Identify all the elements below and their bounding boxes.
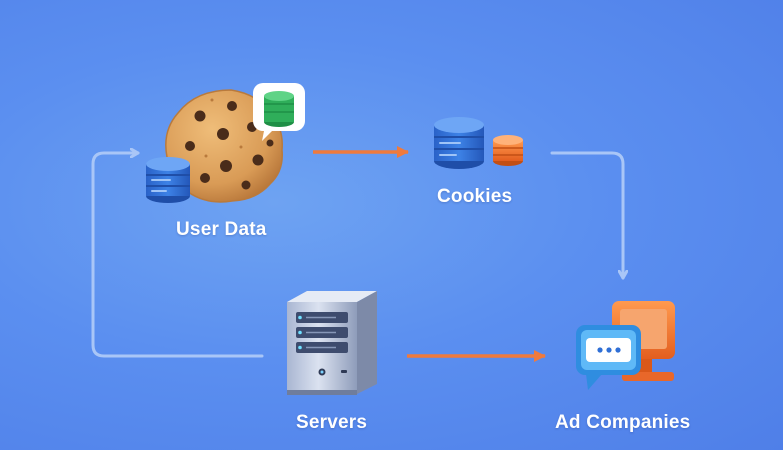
database-icon — [434, 117, 484, 169]
database-badge-icon — [253, 83, 305, 141]
arrow-cookies-to-ad-companies — [550, 151, 623, 280]
cookies-label: Cookies — [437, 186, 513, 207]
small-database-icon — [493, 135, 523, 166]
loop-arrow-servers-to-user-data — [91, 153, 264, 358]
chat-bubble-icon — [576, 325, 641, 390]
servers-label: Servers — [296, 412, 368, 433]
ad-companies-label: Ad Companies — [555, 412, 691, 433]
database-icon — [146, 157, 190, 203]
server-tower-icon — [287, 291, 377, 395]
user-data-label: User Data — [176, 219, 267, 240]
